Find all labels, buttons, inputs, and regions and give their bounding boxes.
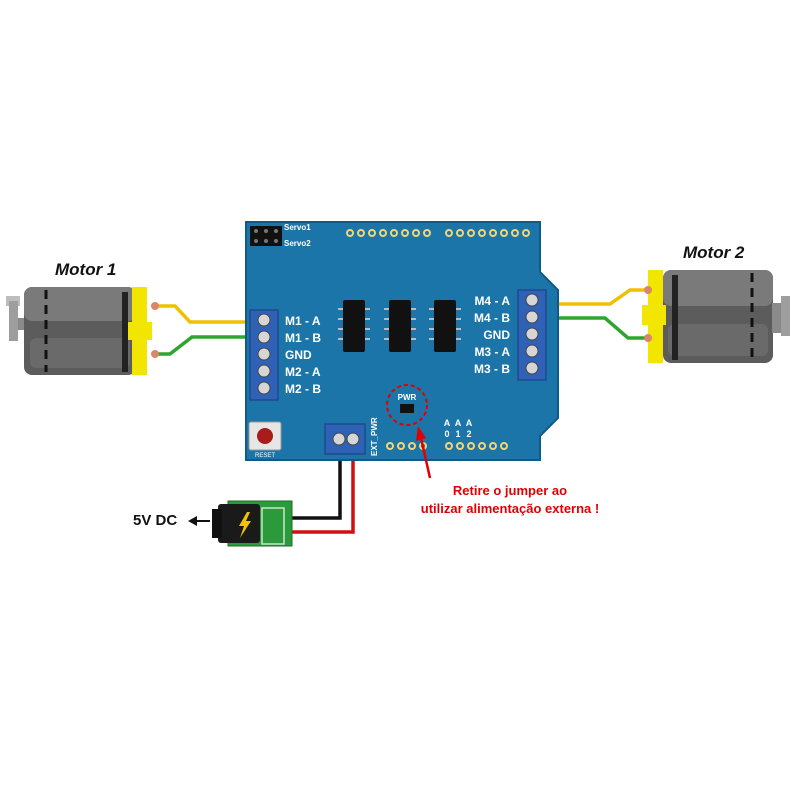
arrow-left-icon <box>188 516 210 526</box>
jumper-warning-annotation: Retire o jumper ao utilizar alimentação … <box>392 482 628 517</box>
power-source-label: 5V DC <box>133 512 178 529</box>
pwr-jumper-highlight <box>386 384 428 426</box>
yellow-wire-motor-2 <box>538 288 650 306</box>
pwr-jumper-label: PWR <box>398 393 417 402</box>
yellow-wire-motor-1 <box>153 304 252 324</box>
dc-jack-module <box>212 500 293 547</box>
lightning-bolt-icon <box>239 512 251 538</box>
left-terminal-m1-a: M1 - A <box>285 314 321 328</box>
green-wire-motor-1 <box>153 335 252 356</box>
annotation-line-2: utilizar alimentação externa ! <box>420 500 600 516</box>
servo-2-label: Servo2 <box>284 239 311 248</box>
motor-shield-board: Servo1 Servo2 <box>245 221 559 461</box>
reset-button <box>248 421 282 451</box>
right-terminal-m3-b: M3 - B <box>474 362 510 376</box>
pwr-jumper <box>400 404 414 413</box>
reset-label: RESET <box>255 453 275 459</box>
analog-number-1: 1 <box>455 429 460 439</box>
servo-1-label: Servo1 <box>284 223 311 232</box>
analog-label-a0: A <box>444 418 451 428</box>
annotation-line-1: Retire o jumper ao <box>452 483 568 498</box>
motor-1-title: Motor 1 <box>55 260 117 279</box>
driver-chips <box>338 300 461 352</box>
left-terminal-m2-b: M2 - B <box>285 382 321 396</box>
motor-2 <box>642 270 790 363</box>
motor-1-wires <box>153 304 252 356</box>
green-wire-motor-2 <box>538 316 650 340</box>
ext-pwr-label: EXT_PWR <box>370 417 379 456</box>
top-header-holes <box>346 229 530 237</box>
bottom-header-holes <box>386 442 508 450</box>
motor-2-title: Motor 2 <box>683 243 745 262</box>
motor-2-wires <box>538 288 650 340</box>
driver-chip-2 <box>389 300 411 352</box>
power-wires <box>290 452 355 534</box>
left-terminal-m1-b: M1 - B <box>285 331 321 345</box>
left-terminal-m2-a: M2 - A <box>285 365 321 379</box>
left-terminal-gnd: GND <box>285 348 312 362</box>
right-terminal-block <box>517 289 547 381</box>
analog-number-2: 2 <box>466 429 471 439</box>
analog-label-a1: A <box>455 418 462 428</box>
motor-1 <box>6 287 159 375</box>
driver-chip-3 <box>434 300 456 352</box>
analog-number-0: 0 <box>444 429 449 439</box>
right-terminal-m3-a: M3 - A <box>474 345 510 359</box>
analog-label-a2: A <box>466 418 473 428</box>
right-terminal-gnd: GND <box>483 328 510 342</box>
motor-2-terminal-b <box>644 334 652 342</box>
red-power-wire <box>290 452 355 534</box>
motor-2-terminal-a <box>644 286 652 294</box>
right-terminal-m4-a: M4 - A <box>474 294 510 308</box>
motor-1-terminal-a <box>151 302 159 310</box>
black-power-wire <box>290 452 342 520</box>
motor-1-terminal-b <box>151 350 159 358</box>
annotation-arrow <box>416 426 432 479</box>
driver-chip-1 <box>343 300 365 352</box>
left-terminal-block <box>249 309 279 401</box>
ext-pwr-terminal <box>324 423 366 455</box>
right-terminal-m4-b: M4 - B <box>474 311 510 325</box>
